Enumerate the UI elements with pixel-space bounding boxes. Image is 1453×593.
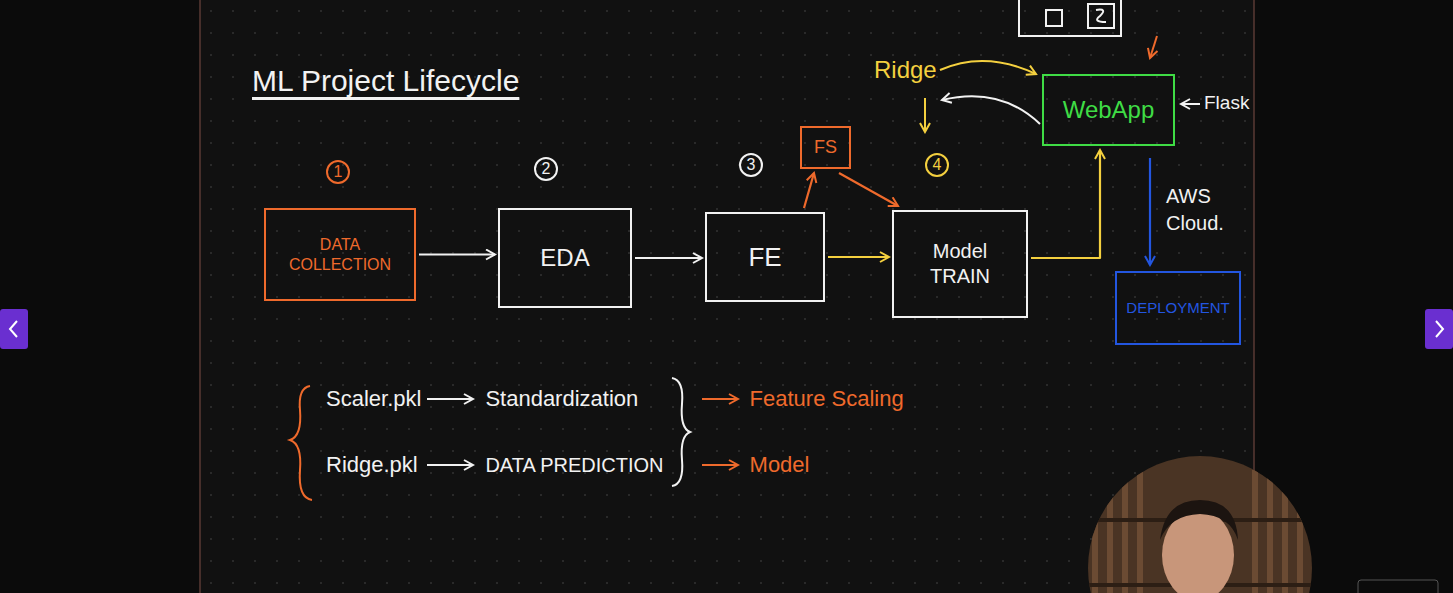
process-box: FE: [705, 212, 825, 302]
book-spines: [1095, 470, 1300, 593]
flow-arrow: [698, 455, 744, 475]
webcam: [1085, 455, 1315, 593]
callout-number: 4: [925, 153, 949, 177]
flow-arrow-line: [427, 464, 473, 466]
flow-arrow-line: [702, 464, 738, 466]
node-text: DATA COLLECTION: [272, 235, 408, 275]
connector-label: AWS Cloud.: [1164, 182, 1230, 238]
sketch-icon: [1088, 4, 1114, 28]
framework-label: Flask: [1204, 92, 1249, 114]
callout-number: 3: [739, 153, 763, 177]
flow-arrow-line: [702, 398, 738, 400]
flow-connector: [419, 253, 495, 255]
nav-button: [0, 309, 28, 349]
curly-brace: [290, 386, 312, 500]
file-name: Scaler.pkl: [326, 386, 421, 412]
node-text: WebApp: [1063, 95, 1155, 125]
callout-number: 1: [326, 160, 350, 184]
bookshelf: [1085, 455, 1315, 593]
flow-arrow: [421, 389, 481, 409]
flow-connector: [635, 257, 702, 259]
node-text: DEPLOYMENT: [1126, 299, 1229, 318]
webapp-box: WebApp: [1042, 74, 1175, 146]
category-text: Model: [750, 452, 904, 478]
nav-button: [1425, 309, 1453, 349]
artifact-list: Scaler.pkl Standardization Feature Scali…: [292, 376, 904, 488]
deployment-box: DEPLOYMENT: [1115, 271, 1241, 345]
hair: [1160, 500, 1238, 540]
chevron-icon: [1436, 321, 1443, 337]
node-text: Model TRAIN: [915, 239, 1005, 289]
purpose-text: DATA PREDICTION: [485, 454, 663, 477]
callout-number: 2: [534, 157, 558, 181]
node-text: FS: [814, 136, 837, 159]
diagram-title: ML Project Lifecycle: [252, 64, 519, 98]
category-text: Feature Scaling: [750, 386, 904, 412]
panel-edge: [199, 0, 201, 593]
training-box: Model TRAIN: [892, 210, 1028, 318]
process-box: EDA: [498, 208, 632, 308]
flow-connector: [828, 256, 889, 258]
data-box: DATA COLLECTION: [264, 208, 416, 301]
flow-arrow: [698, 389, 744, 409]
curly-brace: [664, 376, 694, 488]
sketch-box: [1019, 0, 1121, 36]
sketch-icon: [1096, 10, 1106, 22]
flow-connector: [804, 173, 814, 208]
flow-connector: [1149, 158, 1151, 265]
flask-arrow: [1181, 103, 1200, 105]
curly-brace-line: [672, 378, 690, 486]
node-text: EDA: [540, 243, 589, 273]
selection-box: FS: [800, 126, 851, 169]
flow-arrow: [421, 455, 481, 475]
pointer-arrow: [1150, 36, 1157, 58]
model-label: Ridge: [874, 56, 937, 84]
node-text: FE: [748, 241, 781, 274]
flow-connector: [839, 173, 898, 206]
ridge-arrow: [942, 96, 1040, 124]
flow-connector: [1031, 150, 1100, 258]
purpose-text: Standardization: [485, 386, 663, 412]
sketch-icon: [1046, 10, 1062, 26]
ridge-arrow: [924, 98, 926, 132]
flow-arrow-line: [427, 398, 473, 400]
file-name: Ridge.pkl: [326, 452, 421, 478]
ridge-arrow: [940, 61, 1036, 74]
corner-box: [1358, 580, 1438, 593]
chevron-icon: [10, 321, 17, 337]
